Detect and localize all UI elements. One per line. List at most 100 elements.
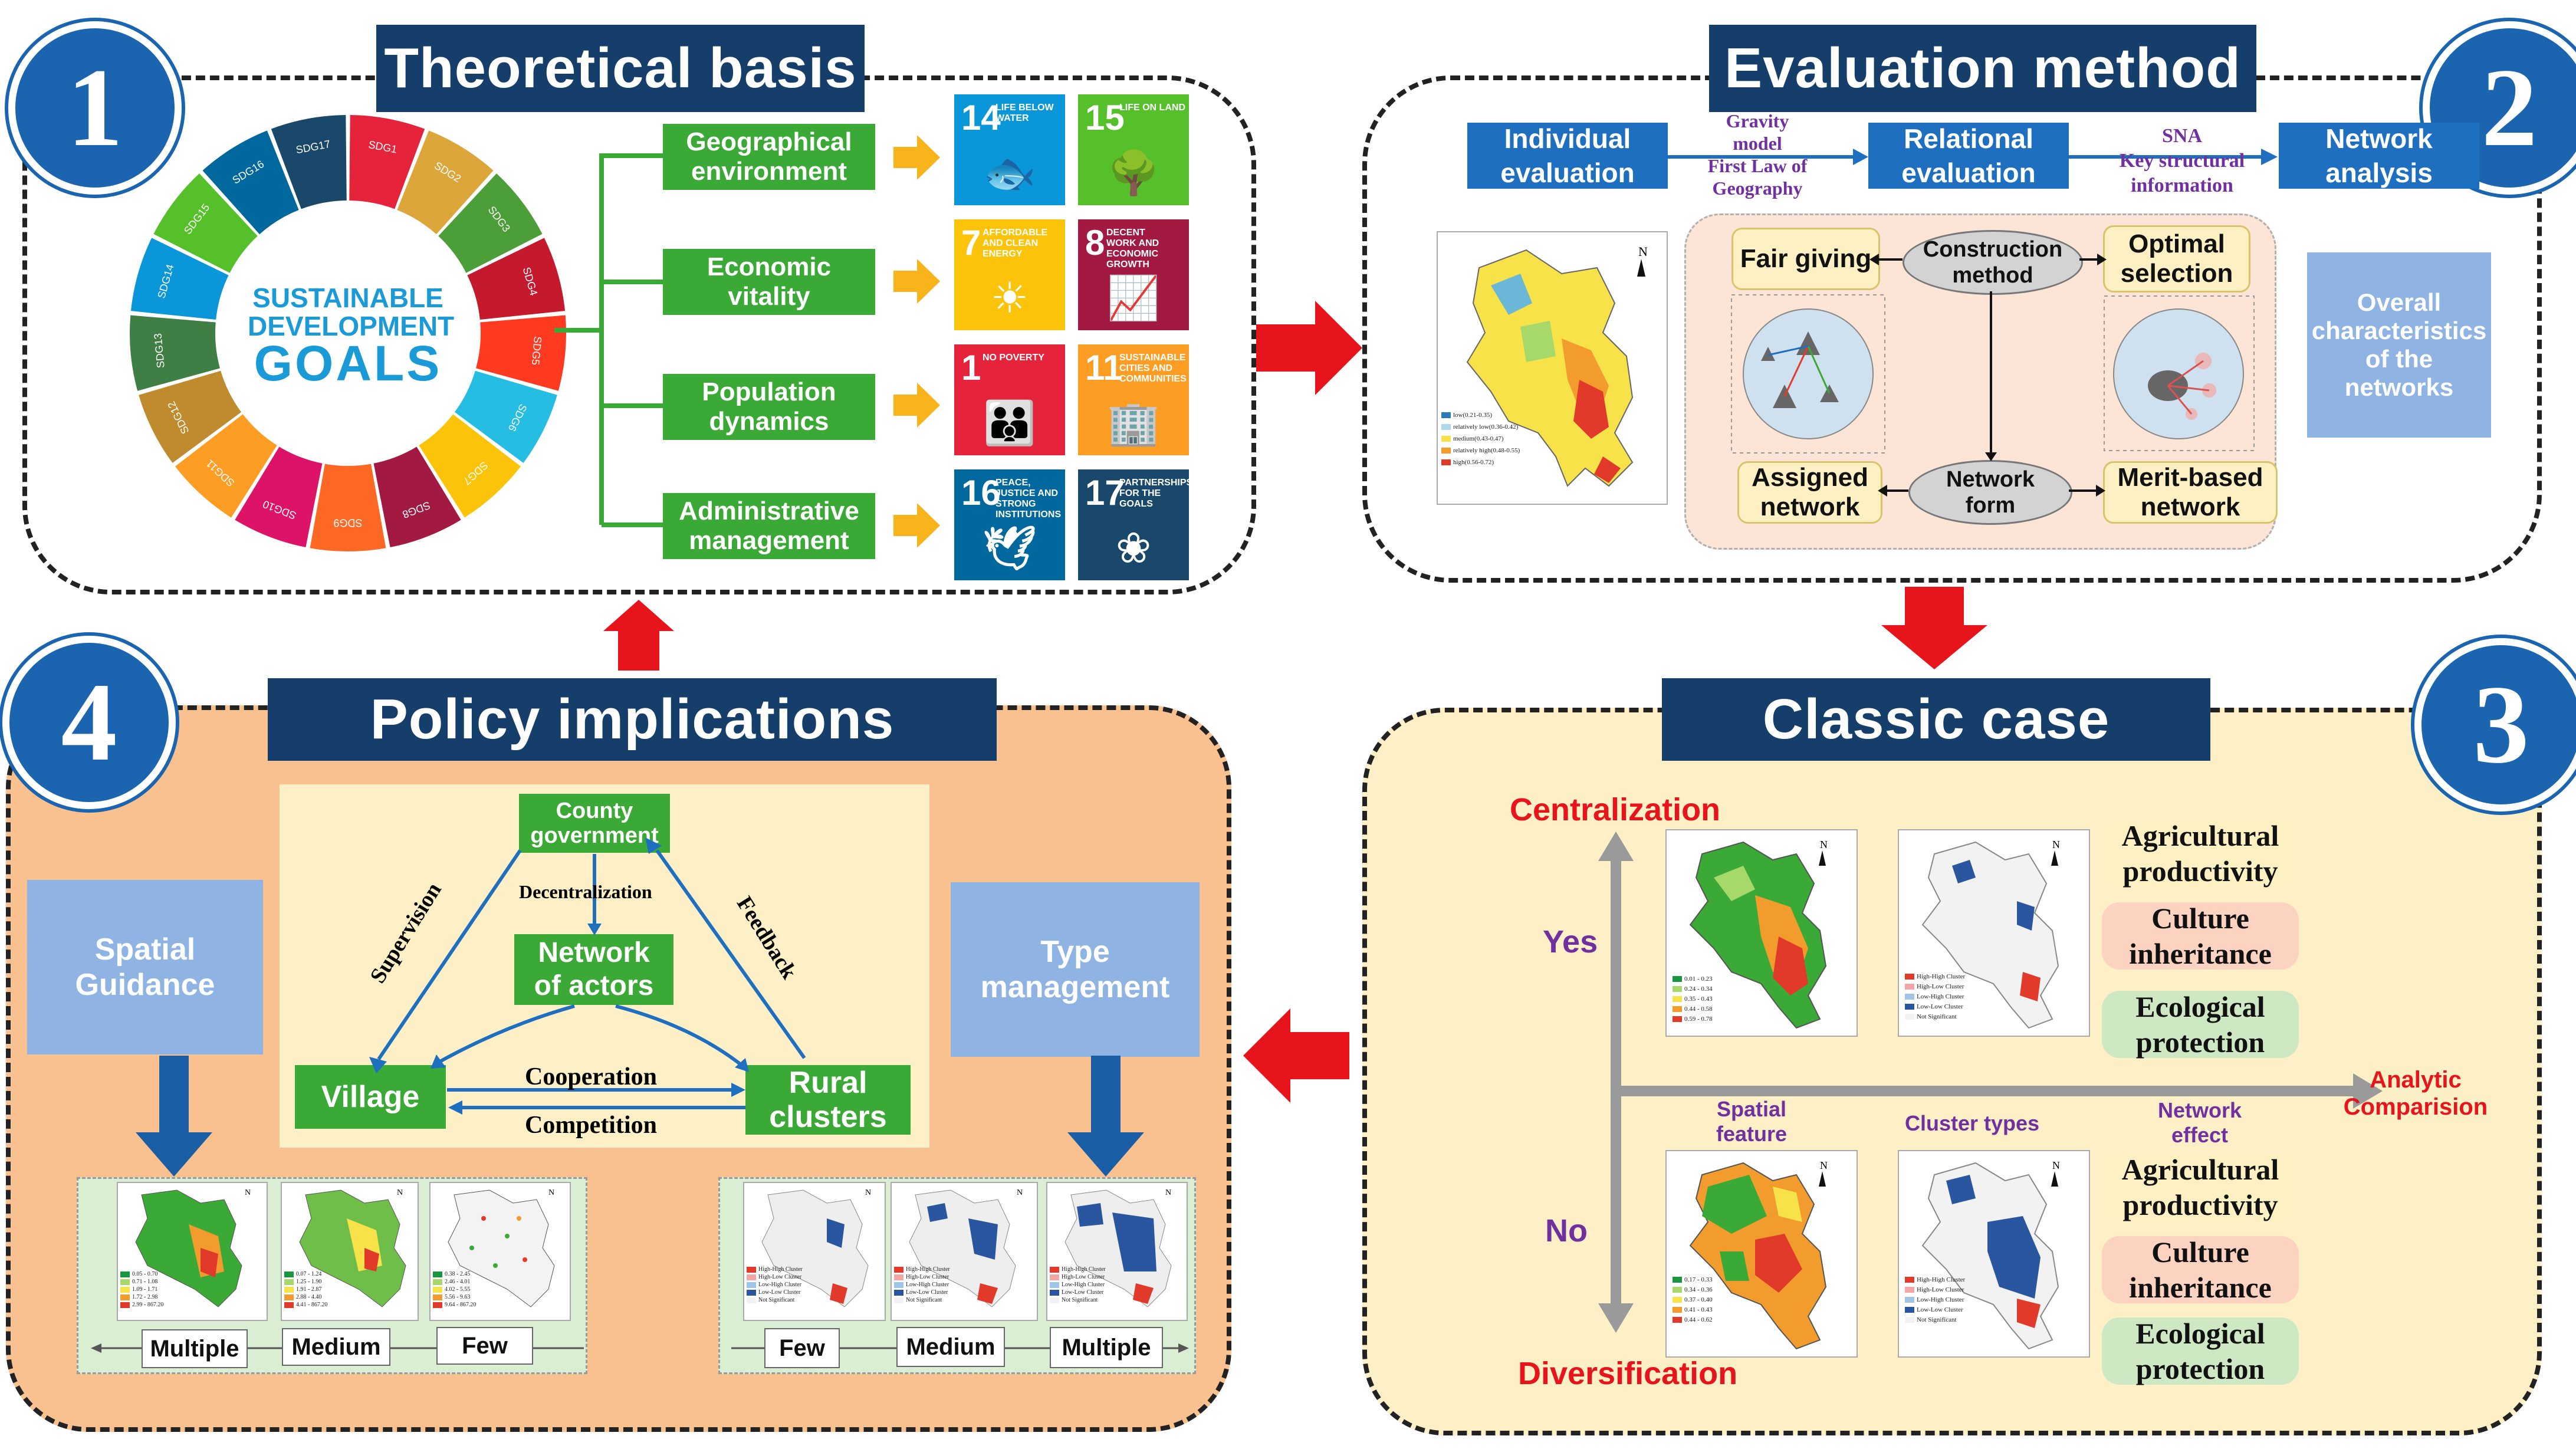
eval-legend-text: high(0.56-0.72) (1453, 459, 1494, 466)
network-node-triangle-2 (1796, 331, 1820, 355)
policy-legend-text: 2.88 - 4.40 (296, 1294, 322, 1300)
cluster-legend-text: High-High Cluster (1917, 973, 1966, 980)
sdg-wheel-segment-label-5: SDG5 (530, 336, 544, 366)
growth-chart-icon: 📈 (1107, 273, 1160, 323)
case-legend-item: 0.24 - 0.34 (1673, 984, 1713, 994)
svg-text:N: N (548, 1188, 554, 1197)
sdg-tile-text: LIFE ON LAND (1119, 103, 1185, 113)
policy-cluster-legend-item: Low-High Cluster (894, 1281, 950, 1289)
cluster-legend-swatch (1905, 1307, 1914, 1313)
dimension-label-4a: Administrative (679, 497, 859, 525)
policy-legend-item: 9.64 - 867.20 (433, 1301, 476, 1309)
case-legend-swatch (1673, 1277, 1682, 1283)
eval-legend-item: medium(0.43-0.47) (1441, 433, 1520, 445)
policy-cluster-legend-text: High-Low Cluster (758, 1274, 802, 1280)
policy-cluster-legend-item: Not Significant (894, 1296, 950, 1304)
policy-cluster-legend-text: Low-Low Cluster (1062, 1289, 1104, 1296)
centralization-label: Centralization (1510, 792, 1721, 827)
cluster-legend-item: Not Significant (1905, 1315, 1965, 1325)
policy-cluster-legend-item: High-High Cluster (747, 1266, 803, 1273)
policy-legend-swatch (284, 1302, 294, 1308)
panel-4-number: 4 (2, 636, 176, 809)
cluster-legend-swatch (1905, 1287, 1914, 1293)
case-legend-item: 0.01 - 0.23 (1673, 974, 1713, 984)
cluster-legend-swatch (1905, 1297, 1914, 1303)
county-government-box: County government (519, 794, 670, 853)
overall-l2: characteristics (2311, 317, 2487, 344)
effect-line-1: Culture (2151, 1236, 2249, 1269)
policy-cluster-legend-swatch (747, 1266, 756, 1273)
dimension-label-4b: management (689, 526, 849, 555)
sdg-tile-number: 15 (1085, 98, 1125, 137)
centralization-spatial-map-shape: N (1689, 839, 1828, 1029)
assigned-network-box: Assigned network (1737, 461, 1882, 524)
sdg-wheel: SDG1SDG2SDG3SDG4SDG5SDG6SDG7SDG8SDG9SDG1… (130, 115, 567, 551)
analytic-comparison-label: Analytic Comparision (2339, 1066, 2492, 1121)
construction-method-ellipse: Construction method (1903, 230, 2083, 295)
policy-cluster-legend-swatch (747, 1297, 756, 1303)
sdg-wheel-segment-9 (310, 464, 386, 551)
policy-legend-item: 5.56 - 9.63 (433, 1293, 476, 1301)
case-legend-text: 0.17 - 0.33 (1684, 1276, 1713, 1283)
dimension-label-3b: dynamics (709, 407, 829, 436)
cluster-types-label: Cluster types (1905, 1111, 2040, 1135)
policy-legend-text: 0.05 - 0.70 (132, 1271, 158, 1277)
policy-legend-item: 1.91 - 2.87 (284, 1286, 327, 1293)
red-arrow-panel3-to-panel4 (1243, 1008, 1349, 1103)
case-legend-swatch (1673, 976, 1682, 983)
policy-cluster-legend-item: Low-Low Cluster (747, 1289, 803, 1296)
method1-line4: Geography (1712, 178, 1803, 199)
left-map-multiple-shape: N (135, 1188, 251, 1307)
policy-legend-swatch (120, 1279, 130, 1285)
construction-method-l1: Construction (1923, 237, 2063, 262)
policy-cluster-legend-item: Low-High Cluster (1050, 1281, 1106, 1289)
sdg-wheel-segment-10 (235, 446, 323, 548)
policy-cluster-legend-swatch (1050, 1274, 1059, 1280)
cluster-legend-item: High-High Cluster (1905, 1275, 1965, 1285)
eval-legend-item: relatively high(0.48-0.55) (1441, 445, 1520, 456)
sdg-wheel-segment-17 (271, 115, 347, 209)
policy-cluster-legend-swatch (894, 1266, 903, 1273)
policy-legend-item: 1.72 - 2.98 (120, 1293, 163, 1301)
buildings-icon: 🏢 (1107, 398, 1160, 448)
right-map-few-shape: N (761, 1188, 871, 1307)
policy-legend-swatch (433, 1302, 442, 1308)
spatial-feature-label: Spatial feature (1693, 1097, 1811, 1146)
policy-legend-swatch (433, 1286, 442, 1293)
overall-l1: Overall (2357, 288, 2442, 316)
optimal-selection-l2: selection (2120, 259, 2233, 288)
centralization-cluster-map-shape: N (1921, 839, 2060, 1029)
panel-2-title: Evaluation method (1709, 25, 2256, 112)
case-legend-swatch (1673, 1307, 1682, 1313)
overall-l3: of the (2365, 345, 2433, 373)
sun-icon: ☀ (990, 273, 1029, 323)
dimension-connector (554, 153, 663, 527)
case-legend-text: 0.01 - 0.23 (1684, 975, 1713, 983)
case-legend-item: 0.37 - 0.40 (1673, 1295, 1713, 1305)
case-legend-swatch (1673, 1016, 1682, 1023)
right-map-medium-shape: N (909, 1188, 1023, 1307)
effect-line-2: protection (2135, 1352, 2265, 1385)
case-legend-item: 0.59 - 0.78 (1673, 1014, 1713, 1024)
svg-text:N: N (1017, 1188, 1023, 1197)
dimension-label-2b: vitality (728, 282, 810, 311)
yellow-arrow-4 (893, 503, 940, 548)
fish-icon: 🐟 (983, 148, 1036, 198)
overall-characteristics-box: Overall characteristics of the networks (2307, 252, 2491, 438)
case-legend-item: 0.44 - 0.58 (1673, 1004, 1713, 1014)
blue-down-arrow-left (136, 1056, 212, 1177)
effect-line-2: protection (2135, 1026, 2265, 1059)
sdg-tile-text: PARTNERSHIPS FOR THE GOALS (1119, 478, 1193, 509)
case-legend-swatch (1673, 996, 1682, 1003)
cluster-legend-text: Low-Low Cluster (1917, 1306, 1963, 1313)
policy-legend-item: 0.71 - 1.08 (120, 1278, 163, 1286)
